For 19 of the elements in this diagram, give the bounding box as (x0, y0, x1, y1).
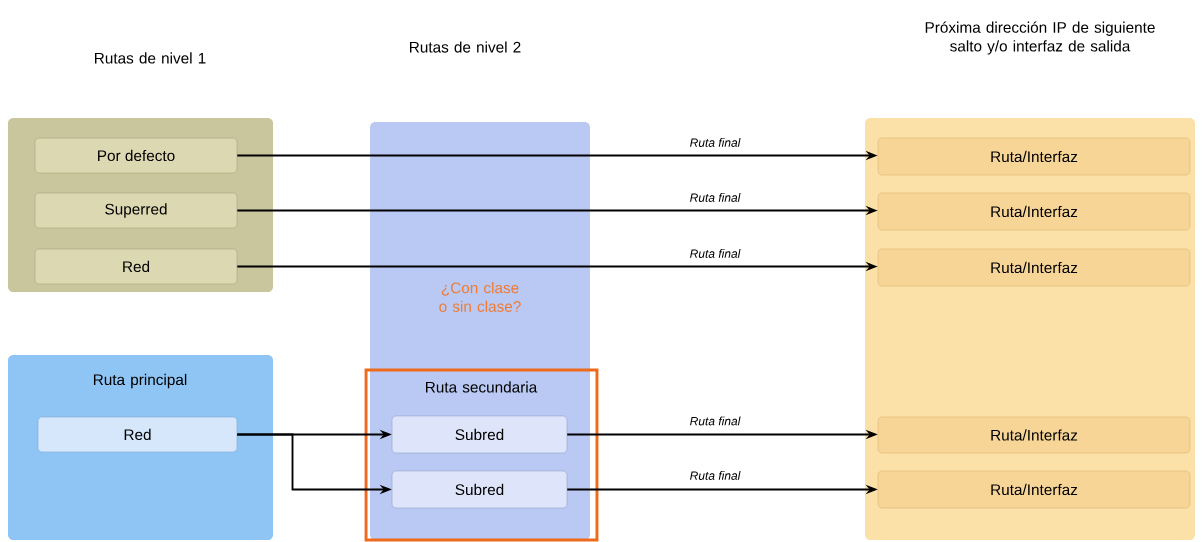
route-box: Red (37, 416, 238, 453)
route-box: Superred (34, 192, 238, 229)
route-box: Ruta/Interfaz (877, 470, 1191, 509)
route-box: Subred (391, 470, 568, 509)
edge-label: Ruta final (688, 469, 742, 482)
route-box: Por defecto (34, 137, 238, 174)
edge-label: Ruta final (688, 247, 742, 260)
edge-label: Ruta final (688, 191, 742, 204)
route-box: Subred (391, 415, 568, 454)
column-heading: Rutas de nivel 2 (410, 41, 521, 53)
column-heading: Rutas de nivel 1 (95, 52, 206, 64)
route-box: Ruta/Interfaz (877, 137, 1191, 176)
route-box: Ruta/Interfaz (877, 248, 1191, 287)
route-box: Red (34, 248, 238, 285)
route-box: Ruta/Interfaz (877, 192, 1191, 231)
edge-label: Ruta final (688, 136, 742, 149)
edge-label: Ruta final (688, 415, 742, 427)
column-heading: Próxima dirección IP de siguiente salto y/o interfaz de salida (925, 21, 1155, 55)
route-box: Ruta/Interfaz (877, 416, 1191, 454)
